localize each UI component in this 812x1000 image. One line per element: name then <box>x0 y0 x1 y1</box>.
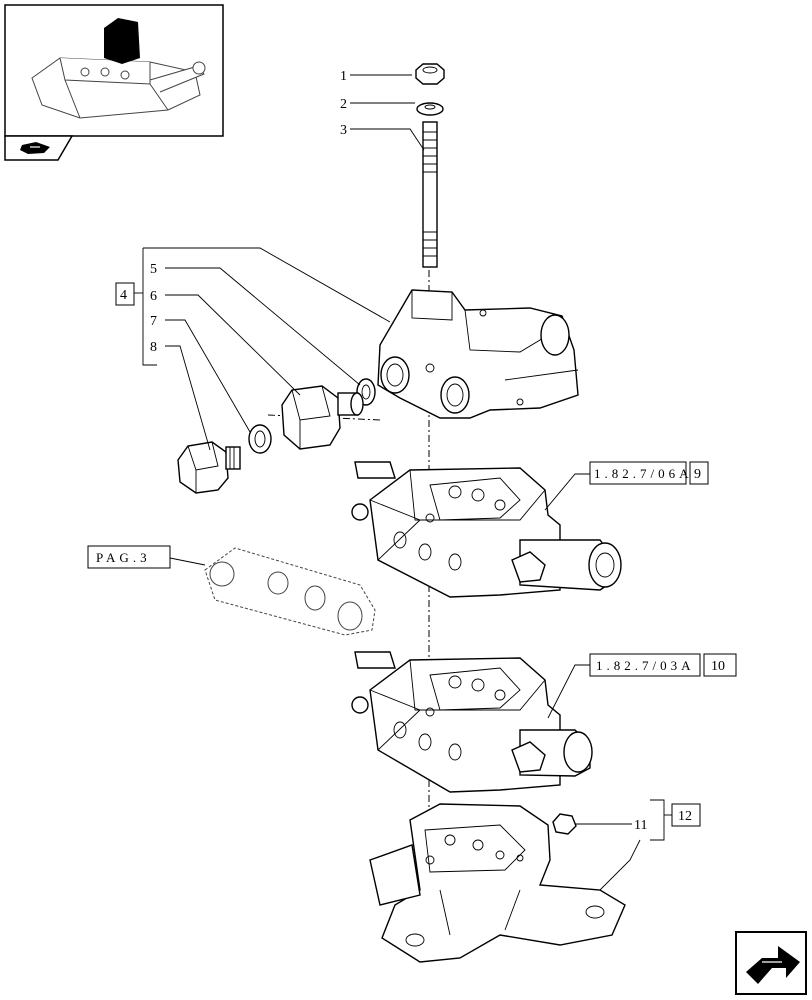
page-back-arrow-icon[interactable] <box>20 142 50 154</box>
callout-2: 2 <box>340 97 347 112</box>
leader-lines <box>134 74 672 891</box>
control-valve-part <box>351 461 622 598</box>
seal-ring-part <box>248 424 272 454</box>
control-valve-lower-part <box>351 651 593 793</box>
page-reference-link[interactable]: PAG.3 <box>87 545 171 569</box>
callout-6: 6 <box>150 289 157 304</box>
back-tab[interactable] <box>4 135 74 161</box>
stud-part <box>422 121 438 268</box>
callout-4: 4 <box>120 288 127 303</box>
linkage-bar-part <box>204 547 376 636</box>
base-flange-part <box>369 803 626 963</box>
callout-4-box: 4 <box>115 282 135 306</box>
callout-7: 7 <box>150 314 157 329</box>
assembly-thumbnail[interactable] <box>4 4 224 137</box>
reference-text-9: 1.82.7/06A <box>594 466 693 481</box>
page-reference-text: PAG.3 <box>96 550 151 565</box>
next-page-arrow-icon <box>746 946 800 984</box>
callout-10: 10 <box>711 659 725 674</box>
end-cover-part <box>377 289 579 419</box>
callout-9: 9 <box>694 467 701 482</box>
callout-3: 3 <box>340 123 347 138</box>
callout-8: 8 <box>150 340 157 355</box>
hex-plug-part <box>177 441 241 494</box>
callout-11: 11 <box>634 818 647 833</box>
callout-12: 12 <box>678 809 692 824</box>
reference-link-10[interactable]: 1.82.7/03A 10 <box>589 653 737 677</box>
next-page-button[interactable] <box>735 931 807 995</box>
callout-12-box: 12 <box>671 803 701 827</box>
callout-5: 5 <box>150 262 157 277</box>
hex-adapter-part <box>281 385 364 450</box>
callout-1: 1 <box>340 69 347 84</box>
washer-part <box>416 102 444 116</box>
reference-text-10: 1.82.7/03A <box>596 658 695 673</box>
nut-part <box>415 63 445 85</box>
reference-link-9[interactable]: 1.82.7/06A 9 <box>589 461 709 485</box>
